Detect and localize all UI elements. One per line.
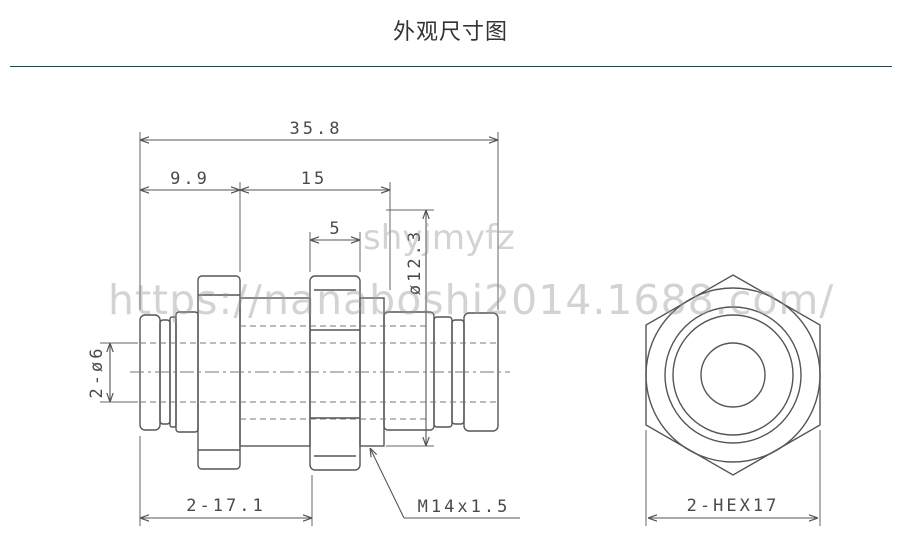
- dim-diameter: ø12.3: [405, 229, 425, 295]
- dim-tube-od: 2-ø6: [87, 346, 107, 399]
- page-title: 外观尺寸图: [392, 20, 508, 45]
- dim-length-a: 9.9: [170, 169, 210, 189]
- bore: [700, 342, 766, 408]
- dim-length-b: 15: [301, 169, 327, 189]
- watermark-shop-id: shyjmyfz: [363, 218, 515, 258]
- hex-inscribed-circle: [645, 287, 821, 463]
- dimension-lines: [110, 140, 818, 518]
- dim-hex-width: 2-17.1: [186, 496, 265, 516]
- thread-leader: [370, 448, 405, 519]
- dim-thread: M14x1.5: [418, 497, 511, 517]
- hex-nut: [309, 275, 361, 471]
- watermark-shop-url: https://nanaboshi2014.1688.com/: [108, 276, 835, 324]
- end-view: [645, 274, 821, 476]
- dim-overall-length: 35.8: [290, 119, 343, 139]
- outer-ring: [664, 306, 802, 444]
- hex-outline: [645, 274, 821, 476]
- inner-ring: [672, 314, 794, 436]
- title-divider: [10, 66, 892, 67]
- hidden-lines: [110, 325, 510, 420]
- dim-length-c: 5: [329, 219, 342, 239]
- end-view-extensions: [645, 430, 821, 526]
- dim-hex-size: 2-HEX17: [687, 496, 780, 516]
